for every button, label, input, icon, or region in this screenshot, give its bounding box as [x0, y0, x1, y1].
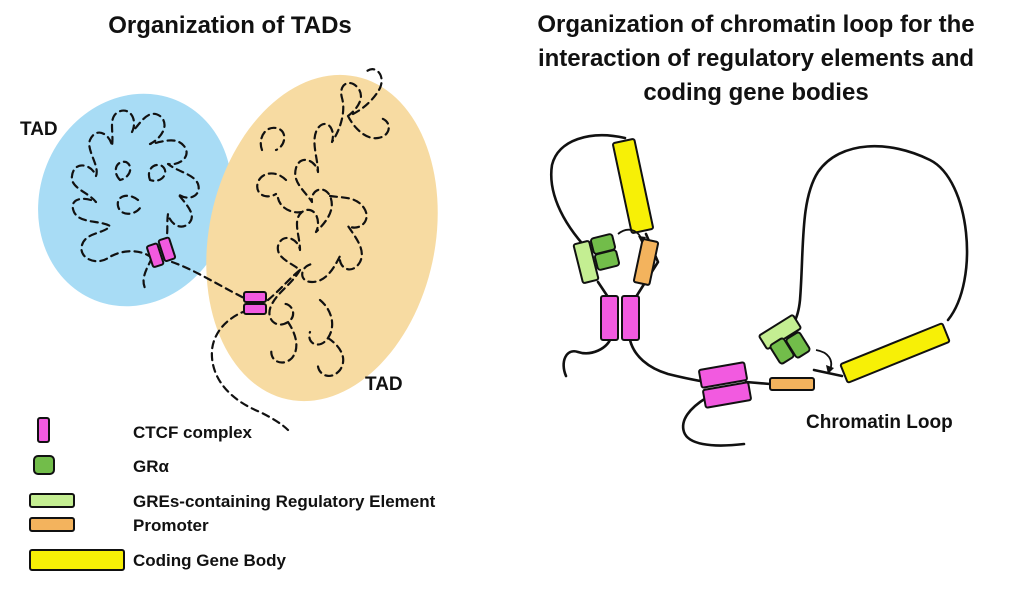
loop-panel-title-line-2: interaction of regulatory elements and: [538, 45, 974, 72]
interaction-arrowhead-upper: [638, 236, 646, 244]
chromatin-fiber-tail: [681, 396, 746, 447]
legend-label-coding-gene-body: Coding Gene Body: [133, 551, 287, 570]
legend-label-promoter: Promoter: [133, 516, 209, 535]
legend-icon-gre-element: [29, 493, 75, 508]
loop-panel-title-line-3: coding gene bodies: [643, 79, 868, 106]
promoter-lower: [769, 377, 815, 391]
chromatin-fiber-link: [744, 380, 772, 386]
tad-linker: [170, 260, 250, 302]
legend: CTCF complex GRα GREs-containing Regulat…: [29, 417, 436, 571]
chromatin-fiber-base-left: [562, 333, 614, 378]
interaction-arrowhead-lower: [826, 365, 834, 374]
ctcf-complex-tad-right: [243, 291, 267, 315]
legend-label-ctcf-complex: CTCF complex: [133, 423, 253, 442]
tad-chromatin-orange: [256, 68, 390, 378]
tad-label-right: TAD: [365, 374, 403, 395]
loop-panel-title-line-1: Organization of chromatin loop for the: [537, 11, 974, 38]
tad-panel-title: Organization of TADs: [108, 12, 352, 39]
coding-gene-body-lower: [839, 322, 951, 384]
legend-icon-gr-alpha: [33, 455, 55, 475]
legend-label-gre-element: GREs-containing Regulatory Element: [133, 492, 436, 511]
tad-chromatin-orange-tail: [210, 308, 290, 432]
tad-chromatin-blue: [70, 109, 200, 263]
chromatin-fiber-loop-1: [549, 134, 627, 252]
tad-domain-orange: [206, 74, 438, 402]
gr-alpha-upper-2: [594, 249, 620, 271]
tad-panel: Organization of TADs TAD TAD: [20, 12, 438, 432]
ctcf-loop-anchor-lower-bottom: [702, 381, 752, 409]
gr-alpha-lower-2: [785, 331, 811, 359]
chromatin-loop-panel: Organization of chromatin loop for the i…: [537, 11, 975, 447]
chromatin-loop-label: Chromatin Loop: [806, 412, 953, 433]
gre-element-upper: [572, 240, 600, 284]
ctcf-loop-anchor-lower-top: [698, 361, 748, 389]
ctcf-loop-anchor-upper-left: [600, 295, 619, 341]
chromatin-fiber-base-right: [628, 338, 708, 384]
ctcf-loop-anchor-upper-right: [621, 295, 640, 341]
legend-label-gr-alpha: GRα: [133, 457, 170, 476]
legend-icon-ctcf-complex: [37, 417, 50, 443]
coding-gene-body-upper: [612, 138, 654, 234]
legend-icon-promoter: [29, 517, 75, 532]
ctcf-complex-tad-left: [146, 236, 177, 268]
promoter-upper: [632, 238, 660, 286]
legend-icon-coding-gene-body: [29, 549, 125, 571]
tad-label-left: TAD: [20, 119, 58, 140]
